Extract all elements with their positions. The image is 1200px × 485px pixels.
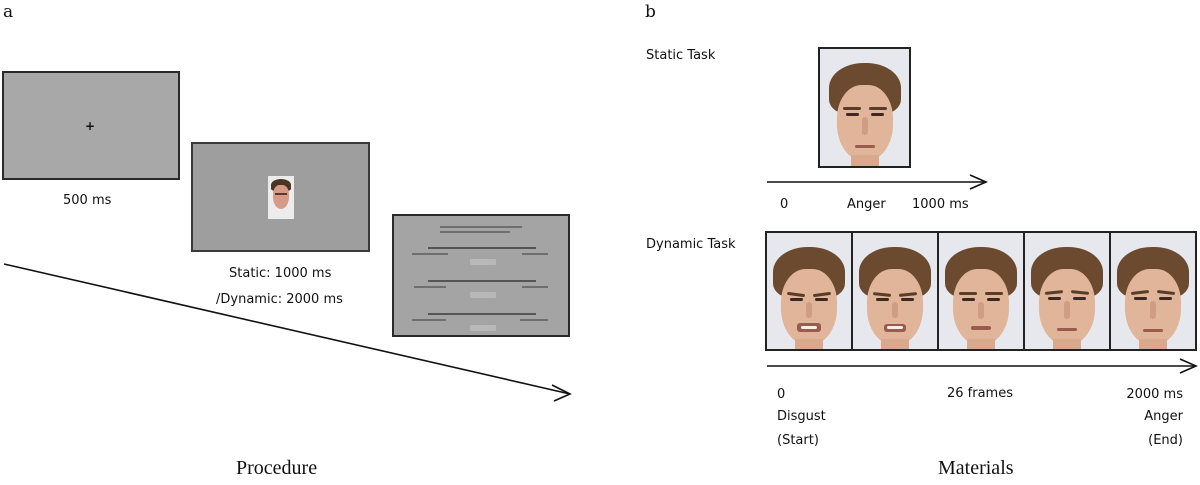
rating-scale-1 [428,247,536,249]
panel-a-caption: Procedure [236,457,318,479]
dynamic-frame-1 [765,231,853,351]
dynamic-timeline-frames: 26 frames [947,386,1013,401]
dynamic-frame-2 [851,231,939,351]
rating-instruction-line [440,226,522,228]
rating-scale-2-right-label [522,286,548,288]
fixation-screen: + [2,71,180,180]
face-anger [825,63,905,166]
procedure-timeline-arrow [3,263,572,402]
static-task-title: Static Task [646,48,716,63]
face-neutral [941,247,1021,349]
rating-screen [392,214,570,337]
stimulus-duration-static: Static: 1000 ms [229,266,332,281]
dynamic-start-tag: (Start) [777,433,819,448]
face-disgust [769,247,849,349]
dynamic-frame-3 [937,231,1025,351]
rating-scale-3-left-label [412,319,446,321]
face-disgust [855,247,935,349]
dynamic-timeline-end: 2000 ms [1126,387,1183,402]
fixation-duration-label: 500 ms [63,193,112,208]
dynamic-end-tag: (End) [1148,433,1183,448]
stimulus-duration-dynamic: /Dynamic: 2000 ms [216,292,343,307]
static-timeline-arrow [767,174,988,190]
rating-scale-2 [428,280,536,282]
rating-scale-3-right-label [520,319,548,321]
dynamic-timeline-arrow [767,358,1198,374]
rating-scale-1-left-label [412,253,448,255]
face-anger [1113,247,1193,349]
static-face-image [818,47,911,168]
panel-b-label: b [645,2,656,22]
stimulus-screen [191,142,370,252]
face-anger [1027,247,1107,349]
fixation-cross-icon: + [85,119,96,133]
dynamic-timeline-start: 0 [777,387,786,402]
rating-scale-2-left-label [414,286,446,288]
dynamic-frame-5 [1109,231,1197,351]
static-timeline-start: 0 [780,197,789,212]
rating-scale-3-button [470,325,496,331]
dynamic-end-emotion: Anger [1144,409,1183,424]
dynamic-frame-4 [1023,231,1111,351]
rating-scale-2-button [470,292,496,298]
dynamic-task-title: Dynamic Task [646,237,736,252]
rating-scale-3 [428,313,536,315]
dynamic-start-emotion: Disgust [777,409,826,424]
panel-b-caption: Materials [938,457,1014,479]
static-timeline-emotion: Anger [847,197,886,212]
static-timeline-end: 1000 ms [912,197,969,212]
rating-scale-1-button [470,259,496,265]
rating-instruction-line [440,231,510,233]
rating-scale-1-right-label [522,253,548,255]
stimulus-face-thumbnail [268,176,294,219]
panel-a-label: a [3,2,14,22]
